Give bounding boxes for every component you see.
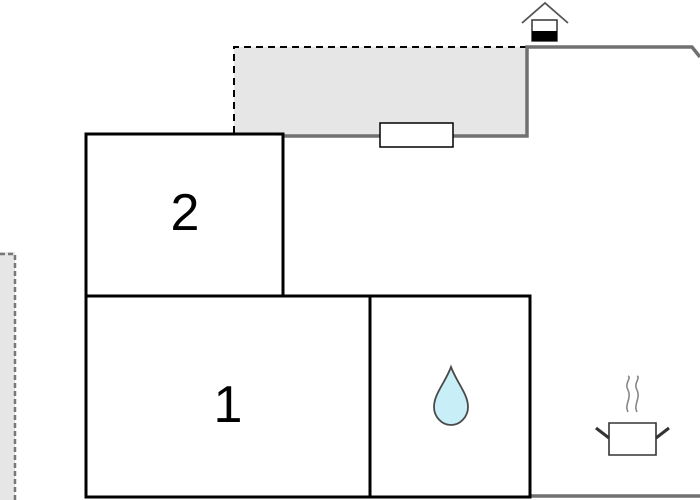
well-icon xyxy=(521,1,569,42)
bathroom xyxy=(368,294,532,499)
room-1: 1 xyxy=(84,294,372,499)
room-1-number: 1 xyxy=(214,376,243,434)
left-edge-element xyxy=(0,252,17,500)
cooking-pot-icon xyxy=(595,375,670,456)
room-2: 2 xyxy=(84,132,285,298)
terrace-area xyxy=(233,46,527,136)
window-icon xyxy=(379,122,454,148)
room-2-number: 2 xyxy=(171,184,200,242)
water-drop-icon xyxy=(433,364,469,426)
